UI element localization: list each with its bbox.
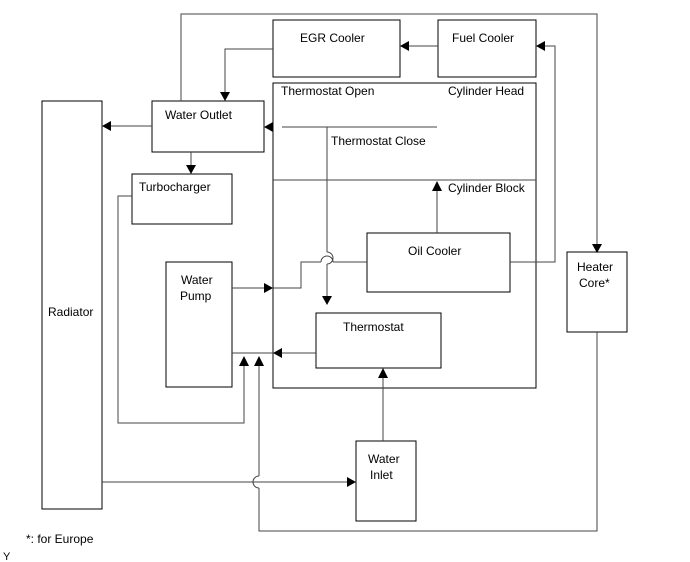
water-pump-label-line1: Water bbox=[181, 273, 213, 287]
egr-to-outlet-line bbox=[224, 48, 273, 93]
close-branch-hop bbox=[326, 251, 334, 265]
arrow-into-turbo bbox=[186, 165, 196, 174]
heater-return-line bbox=[258, 332, 598, 532]
arrow-turbo-return bbox=[239, 356, 249, 366]
turbo-return-line bbox=[117, 195, 245, 424]
arrow-into-outlet bbox=[220, 92, 230, 101]
arrow-inlet-to-thermostat bbox=[378, 368, 388, 378]
radiator-label: Radiator bbox=[48, 305, 93, 319]
thermostat-close-label: Thermostat Close bbox=[331, 134, 426, 148]
arrow-heater-return bbox=[254, 356, 264, 366]
heater-core-label-line1: Heater bbox=[577, 260, 613, 274]
thermostat-open-label: Thermostat Open bbox=[281, 84, 374, 98]
turbocharger-box bbox=[131, 173, 233, 225]
arrow-into-head bbox=[432, 181, 442, 191]
water-inlet-label-line2: Inlet bbox=[370, 468, 393, 482]
heater-core-box bbox=[566, 251, 628, 333]
arrow-into-engine bbox=[264, 283, 273, 293]
pump-to-oil-hop bbox=[320, 255, 334, 263]
corner-mark: Y bbox=[3, 551, 11, 562]
cylinder-head-label: Cylinder Head bbox=[448, 84, 524, 98]
water-outlet-box bbox=[151, 100, 265, 153]
arrow-into-radiator bbox=[102, 121, 111, 131]
oil-to-fuel-line bbox=[510, 45, 556, 263]
radiator-box bbox=[41, 100, 103, 510]
water-inlet-box bbox=[355, 440, 417, 522]
pump-to-oil-line-a bbox=[273, 261, 321, 289]
footnote: *: for Europe bbox=[26, 532, 94, 546]
turbocharger-label: Turbocharger bbox=[139, 180, 211, 194]
outlet-to-heater-line bbox=[180, 13, 598, 244]
fuel-cooler-box bbox=[437, 19, 537, 78]
heater-core-label-line2: Core* bbox=[579, 276, 610, 290]
fuel-cooler-label: Fuel Cooler bbox=[452, 31, 514, 45]
oil-cooler-label: Oil Cooler bbox=[408, 244, 461, 258]
arrow-into-outlet-from-head bbox=[264, 122, 273, 132]
water-inlet-label-line1: Water bbox=[368, 452, 400, 466]
water-pump-label-line2: Pump bbox=[180, 289, 212, 303]
egr-cooler-label: EGR Cooler bbox=[300, 31, 365, 45]
arrow-out-of-thermostat bbox=[273, 348, 282, 358]
water-outlet-label: Water Outlet bbox=[165, 108, 233, 122]
arrow-into-fuel-cooler bbox=[536, 41, 545, 51]
water-pump-box bbox=[165, 261, 233, 388]
egr-cooler-box bbox=[272, 19, 401, 78]
cylinder-block-label: Cylinder Block bbox=[448, 181, 526, 195]
arrow-into-water-inlet bbox=[347, 477, 356, 487]
arrow-into-heater bbox=[592, 244, 602, 253]
arrow-into-egr bbox=[400, 41, 409, 51]
arrow-into-thermostat bbox=[322, 296, 332, 305]
thermostat-box bbox=[315, 312, 442, 369]
thermostat-label: Thermostat bbox=[343, 320, 404, 334]
oil-cooler-box bbox=[366, 232, 511, 293]
